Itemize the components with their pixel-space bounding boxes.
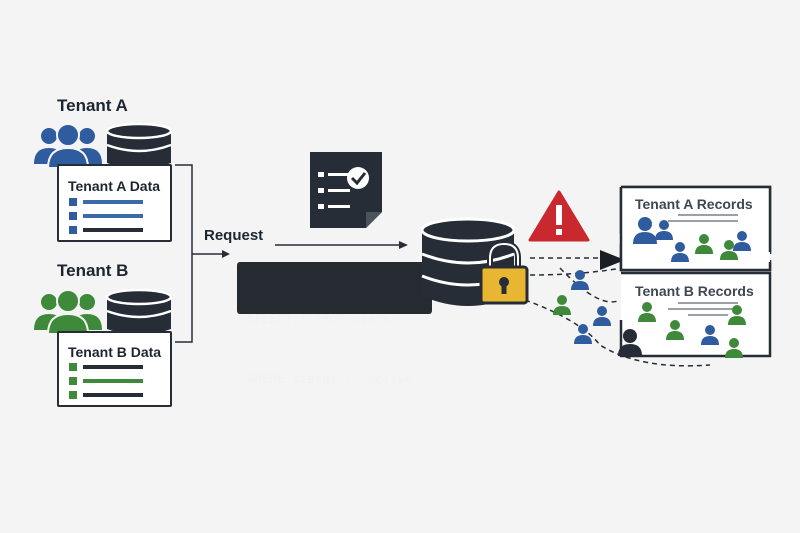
person-icon [728, 305, 746, 325]
person-icon [553, 295, 571, 315]
tenant-b-data-label: Tenant B Data [68, 344, 162, 360]
sql-query-block: SELECT * FROM users WHERE status : "acti… [237, 262, 432, 386]
database-icon [105, 123, 173, 169]
tenant-a-records-card [619, 185, 772, 272]
person-icon [666, 320, 684, 340]
tenant-b-records-title: Tenant B Records [635, 283, 754, 299]
database-icon [105, 289, 173, 335]
leak-path-4 [559, 267, 621, 303]
person-icon [701, 325, 719, 345]
sql-query-line-1: SELECT * FROM users [247, 311, 390, 326]
lock-icon [479, 240, 529, 305]
person-icon [655, 220, 673, 240]
person-icon [725, 338, 743, 358]
person-icon [695, 234, 713, 254]
person-icon [733, 231, 751, 251]
person-icon [638, 302, 656, 322]
tenant-a-list-icon [69, 198, 143, 234]
person-icon [593, 306, 611, 326]
person-icon [633, 217, 657, 244]
tenant-b-list-icon [69, 363, 143, 399]
tenant-b-title: Tenant B [57, 261, 129, 280]
request-arrowhead [399, 241, 408, 249]
checklist-document-icon [310, 152, 382, 228]
person-icon [574, 324, 592, 344]
person-icon [671, 242, 689, 262]
bracket-arrowhead [222, 250, 230, 258]
warning-icon [528, 190, 590, 242]
person-icon [571, 270, 589, 290]
sql-query-line-2: WHERE status : "active" [247, 371, 421, 386]
tenant-a-data-label: Tenant A Data [68, 178, 161, 194]
leak-path-3 [524, 299, 711, 367]
tenant-b-data-card: Tenant B Data [57, 331, 172, 407]
leak-arrowhead [600, 250, 625, 270]
users-icon [34, 289, 102, 335]
tenant-a-records-title: Tenant A Records [635, 196, 753, 212]
person-icon [618, 329, 642, 356]
users-icon [34, 123, 102, 169]
request-label: Request [204, 227, 264, 244]
tenant-a-data-card: Tenant A Data [57, 164, 172, 242]
tenant-a-title: Tenant A [57, 96, 128, 115]
